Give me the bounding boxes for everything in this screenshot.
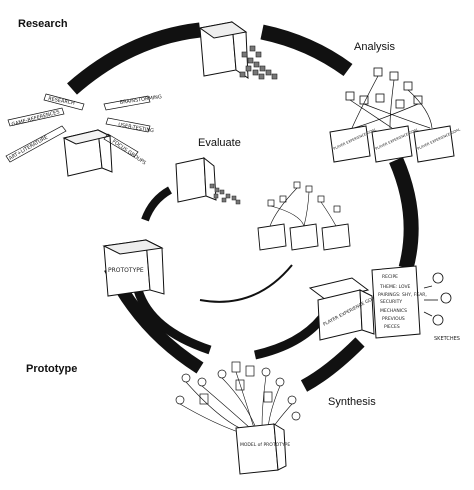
outer-cycle (67, 22, 419, 392)
tag-game-references: GAME-REFERENCES (11, 109, 60, 128)
lightbulb-icon (440, 292, 452, 304)
label-research: Research (18, 18, 68, 30)
inner-arc-bottom-right (253, 315, 326, 360)
lightbulb-icon (217, 369, 227, 379)
inner-arc-left (133, 288, 212, 355)
evaluate-boxes (257, 223, 351, 251)
lightbulb-icon (287, 395, 297, 405)
evaluate-box (175, 156, 217, 203)
cubes-pile-top (239, 45, 278, 80)
lightbulb-icon (291, 411, 301, 421)
evaluate-box-3 (321, 223, 351, 251)
analysis-box-3 (413, 125, 455, 163)
lightbulb-icon (261, 367, 271, 377)
recipe-line-1: RECIPE (382, 274, 398, 280)
prototype-box-label: PROTOTYPE (108, 267, 144, 274)
outer-arc-top-right (260, 24, 353, 77)
recipe-line-2: THEME: LOVE (379, 284, 411, 290)
research-tag-strips (5, 93, 151, 163)
inner-arc-thin (199, 264, 293, 303)
recipe-line-3: PAIRINGS: SHY, FEAR, (378, 292, 427, 298)
recipe-card: RECIPE THEME: LOVE PAIRINGS: SHY, FEAR, … (371, 265, 427, 339)
label-synthesis: Synthesis (328, 396, 376, 408)
sketches-label: SKETCHES (434, 336, 460, 342)
recipe-line-4: SECURITY (380, 299, 402, 305)
outer-arc-top (67, 22, 201, 95)
analysis-notes (345, 67, 423, 109)
recipe-line-7: PIECES (384, 324, 400, 330)
evaluate-notes (267, 181, 341, 213)
analysis-box-1 (329, 125, 371, 163)
recipe-line-5: MECHANICS (380, 308, 407, 314)
label-prototype: Prototype (26, 363, 77, 375)
inner-cycle (133, 186, 326, 360)
evaluate-connections (269, 187, 337, 227)
outer-arc-bottom-right (300, 337, 365, 392)
tag-brainstorming: BRAINSTORMING (119, 94, 162, 106)
lightbulb-icon (175, 395, 185, 405)
label-evaluate: Evaluate (198, 137, 241, 149)
recipe-line-6: PREVIOUS (382, 316, 405, 322)
analysis-boxes (329, 125, 455, 163)
label-analysis: Analysis (354, 41, 395, 53)
lightbulb-icon (275, 377, 285, 387)
inner-arc-top-left (141, 186, 173, 222)
lightbulb-icon (432, 314, 444, 326)
tag-art-literature: ART+LITERATURE (8, 135, 49, 162)
model-of-prototype-label: MODEL of PROTOTYPE (240, 442, 290, 448)
model-of-prototype-box (235, 423, 287, 475)
player-experience-goal-box (308, 277, 375, 341)
synthesis-notes (199, 361, 273, 405)
analysis-connections (349, 75, 433, 129)
tag-research: RESEARCH (48, 96, 76, 107)
outer-arc-right (389, 157, 419, 270)
tag-user-testing: USER-TESTING (118, 122, 155, 134)
research-box-left (62, 129, 113, 177)
analysis-box-2 (371, 125, 413, 163)
tag-focus-groups: FOCUS GROUPS (111, 139, 147, 167)
prototype-box (102, 239, 165, 297)
lightbulbs-right (423, 272, 452, 326)
lightbulb-icon (432, 272, 444, 284)
evaluate-box-2 (289, 223, 319, 251)
synthesis-bulbs (175, 367, 301, 421)
lightbulb-icon (181, 373, 191, 383)
evaluate-box-1 (257, 223, 287, 251)
cubes-pile-evaluate (209, 183, 241, 205)
lightbulb-icon (197, 377, 207, 387)
research-box-top (198, 20, 249, 79)
